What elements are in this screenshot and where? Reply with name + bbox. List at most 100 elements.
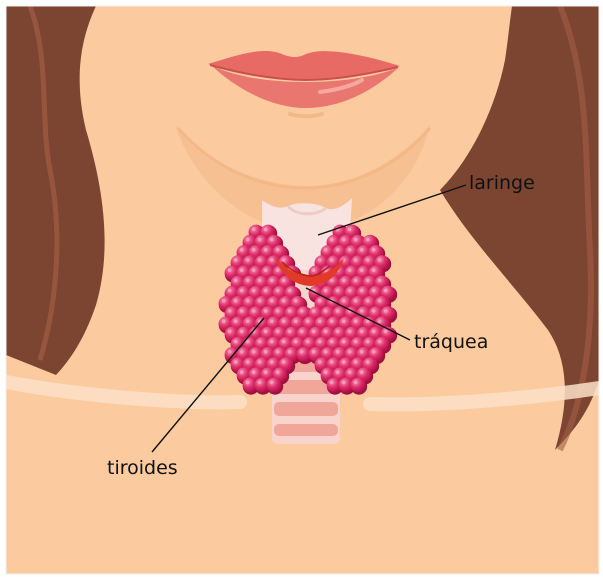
thyroid-lobule-highlight xyxy=(336,248,340,252)
thyroid-lobule-highlight xyxy=(330,319,334,323)
thyroid-lobule-highlight xyxy=(246,299,250,303)
thyroid-lobule-highlight xyxy=(282,360,286,364)
thyroid-lobule-highlight xyxy=(354,340,358,344)
thyroid-lobule-highlight xyxy=(282,319,286,323)
thyroid-lobule-highlight xyxy=(246,360,250,364)
thyroid-lobule-highlight xyxy=(336,309,340,313)
thyroid-lobule-highlight xyxy=(252,370,256,374)
thyroid-lobule-highlight xyxy=(360,309,364,313)
thyroid-lobule-highlight xyxy=(264,289,268,293)
thyroid-lobule-highlight xyxy=(258,381,262,385)
thyroid-lobule-highlight xyxy=(318,258,322,262)
thyroid-lobule-highlight xyxy=(246,381,250,385)
thyroid-lobule-highlight xyxy=(264,370,268,374)
thyroid-lobule-highlight xyxy=(288,289,292,293)
thyroid-lobule-highlight xyxy=(264,228,268,232)
thyroid-lobule-highlight xyxy=(234,299,238,303)
thyroid-lobule-highlight xyxy=(366,299,370,303)
thyroid-lobule-highlight xyxy=(330,279,334,283)
thyroid-lobule-highlight xyxy=(258,258,262,262)
thyroid-lobule-highlight xyxy=(324,289,328,293)
thyroid-lobule-highlight xyxy=(252,350,256,354)
thyroid-lobule-highlight xyxy=(228,350,232,354)
thyroid-lobule-highlight xyxy=(240,289,244,293)
thyroid-lobule-highlight xyxy=(228,268,232,272)
thyroid-lobule-highlight xyxy=(246,340,250,344)
thyroid-lobule-highlight xyxy=(228,330,232,334)
thyroid-lobule-highlight xyxy=(354,299,358,303)
thyroid-lobule-highlight xyxy=(282,258,286,262)
thyroid-lobule-highlight xyxy=(252,309,256,313)
thyroid-lobule-highlight xyxy=(360,370,364,374)
thyroid-lobule-highlight xyxy=(378,319,382,323)
thyroid-lobule-highlight xyxy=(234,258,238,262)
thyroid-lobule-highlight xyxy=(360,350,364,354)
thyroid-lobule-highlight xyxy=(258,238,262,242)
thyroid-lobule-highlight xyxy=(252,248,256,252)
thyroid-lobule-highlight xyxy=(264,350,268,354)
thyroid-lobule-highlight xyxy=(252,228,256,232)
label-trachea: tráquea xyxy=(414,333,488,352)
thyroid-lobule-highlight xyxy=(318,340,322,344)
thyroid-lobule-highlight xyxy=(288,309,292,313)
thyroid-lobule-highlight xyxy=(312,309,316,313)
thyroid-lobule-highlight xyxy=(276,350,280,354)
thyroid-lobule-highlight xyxy=(324,248,328,252)
thyroid-lobule-highlight xyxy=(342,279,346,283)
thyroid-lobule-highlight xyxy=(324,370,328,374)
thyroid-lobule-highlight xyxy=(348,268,352,272)
thyroid-lobule-highlight xyxy=(270,238,274,242)
thyroid-lobule-highlight xyxy=(336,370,340,374)
thyroid-lobule-highlight xyxy=(354,319,358,323)
thyroid-lobule-highlight xyxy=(366,360,370,364)
thyroid-lobule-highlight xyxy=(354,258,358,262)
thyroid-lobule-highlight xyxy=(288,330,292,334)
thyroid-lobule xyxy=(351,378,366,393)
thyroid-lobule-highlight xyxy=(372,289,376,293)
thyroid-lobule-highlight xyxy=(342,238,346,242)
thyroid-lobule-highlight xyxy=(372,350,376,354)
thyroid-lobule-highlight xyxy=(264,309,268,313)
thyroid-lobule-highlight xyxy=(372,309,376,313)
thyroid-lobule-highlight xyxy=(246,319,250,323)
thyroid-lobule-highlight xyxy=(282,340,286,344)
thyroid-lobule-highlight xyxy=(264,330,268,334)
thyroid-lobule-highlight xyxy=(252,268,256,272)
thyroid-lobule-highlight xyxy=(318,319,322,323)
thyroid-lobule-highlight xyxy=(300,350,304,354)
thyroid-lobule-highlight xyxy=(372,330,376,334)
thyroid-lobule-highlight xyxy=(270,319,274,323)
thyroid-lobule-highlight xyxy=(324,309,328,313)
thyroid-lobule-highlight xyxy=(336,350,340,354)
thyroid-lobule-highlight xyxy=(348,289,352,293)
thyroid-lobule-highlight xyxy=(360,268,364,272)
thyroid-lobule-highlight xyxy=(348,350,352,354)
thyroid-lobule-highlight xyxy=(264,248,268,252)
thyroid-lobule-highlight xyxy=(258,299,262,303)
thyroid-lobule-highlight xyxy=(378,340,382,344)
thyroid-lobule-highlight xyxy=(366,340,370,344)
thyroid-lobule-highlight xyxy=(300,309,304,313)
thyroid-lobule-highlight xyxy=(312,330,316,334)
thyroid-lobule-highlight xyxy=(378,279,382,283)
label-larynx: laringe xyxy=(469,174,535,193)
thyroid-lobule-highlight xyxy=(384,330,388,334)
thyroid-lobule-highlight xyxy=(276,330,280,334)
thyroid-lobule-highlight xyxy=(348,228,352,232)
thyroid-lobule-highlight xyxy=(258,360,262,364)
thyroid-lobule-highlight xyxy=(228,309,232,313)
thyroid-lobule-highlight xyxy=(312,268,316,272)
thyroid-lobule-highlight xyxy=(318,299,322,303)
thyroid-lobule-highlight xyxy=(270,258,274,262)
thyroid-lobule-highlight xyxy=(342,319,346,323)
thyroid-lobule-highlight xyxy=(366,279,370,283)
thyroid-lobule-highlight xyxy=(366,258,370,262)
thyroid-lobule-highlight xyxy=(360,289,364,293)
thyroid-lobule-highlight xyxy=(330,381,334,385)
thyroid-lobule-highlight xyxy=(354,238,358,242)
thyroid-lobule-highlight xyxy=(372,248,376,252)
thyroid-lobule-highlight xyxy=(240,309,244,313)
thyroid-lobule-highlight xyxy=(246,238,250,242)
thyroid-lobule-highlight xyxy=(372,268,376,272)
